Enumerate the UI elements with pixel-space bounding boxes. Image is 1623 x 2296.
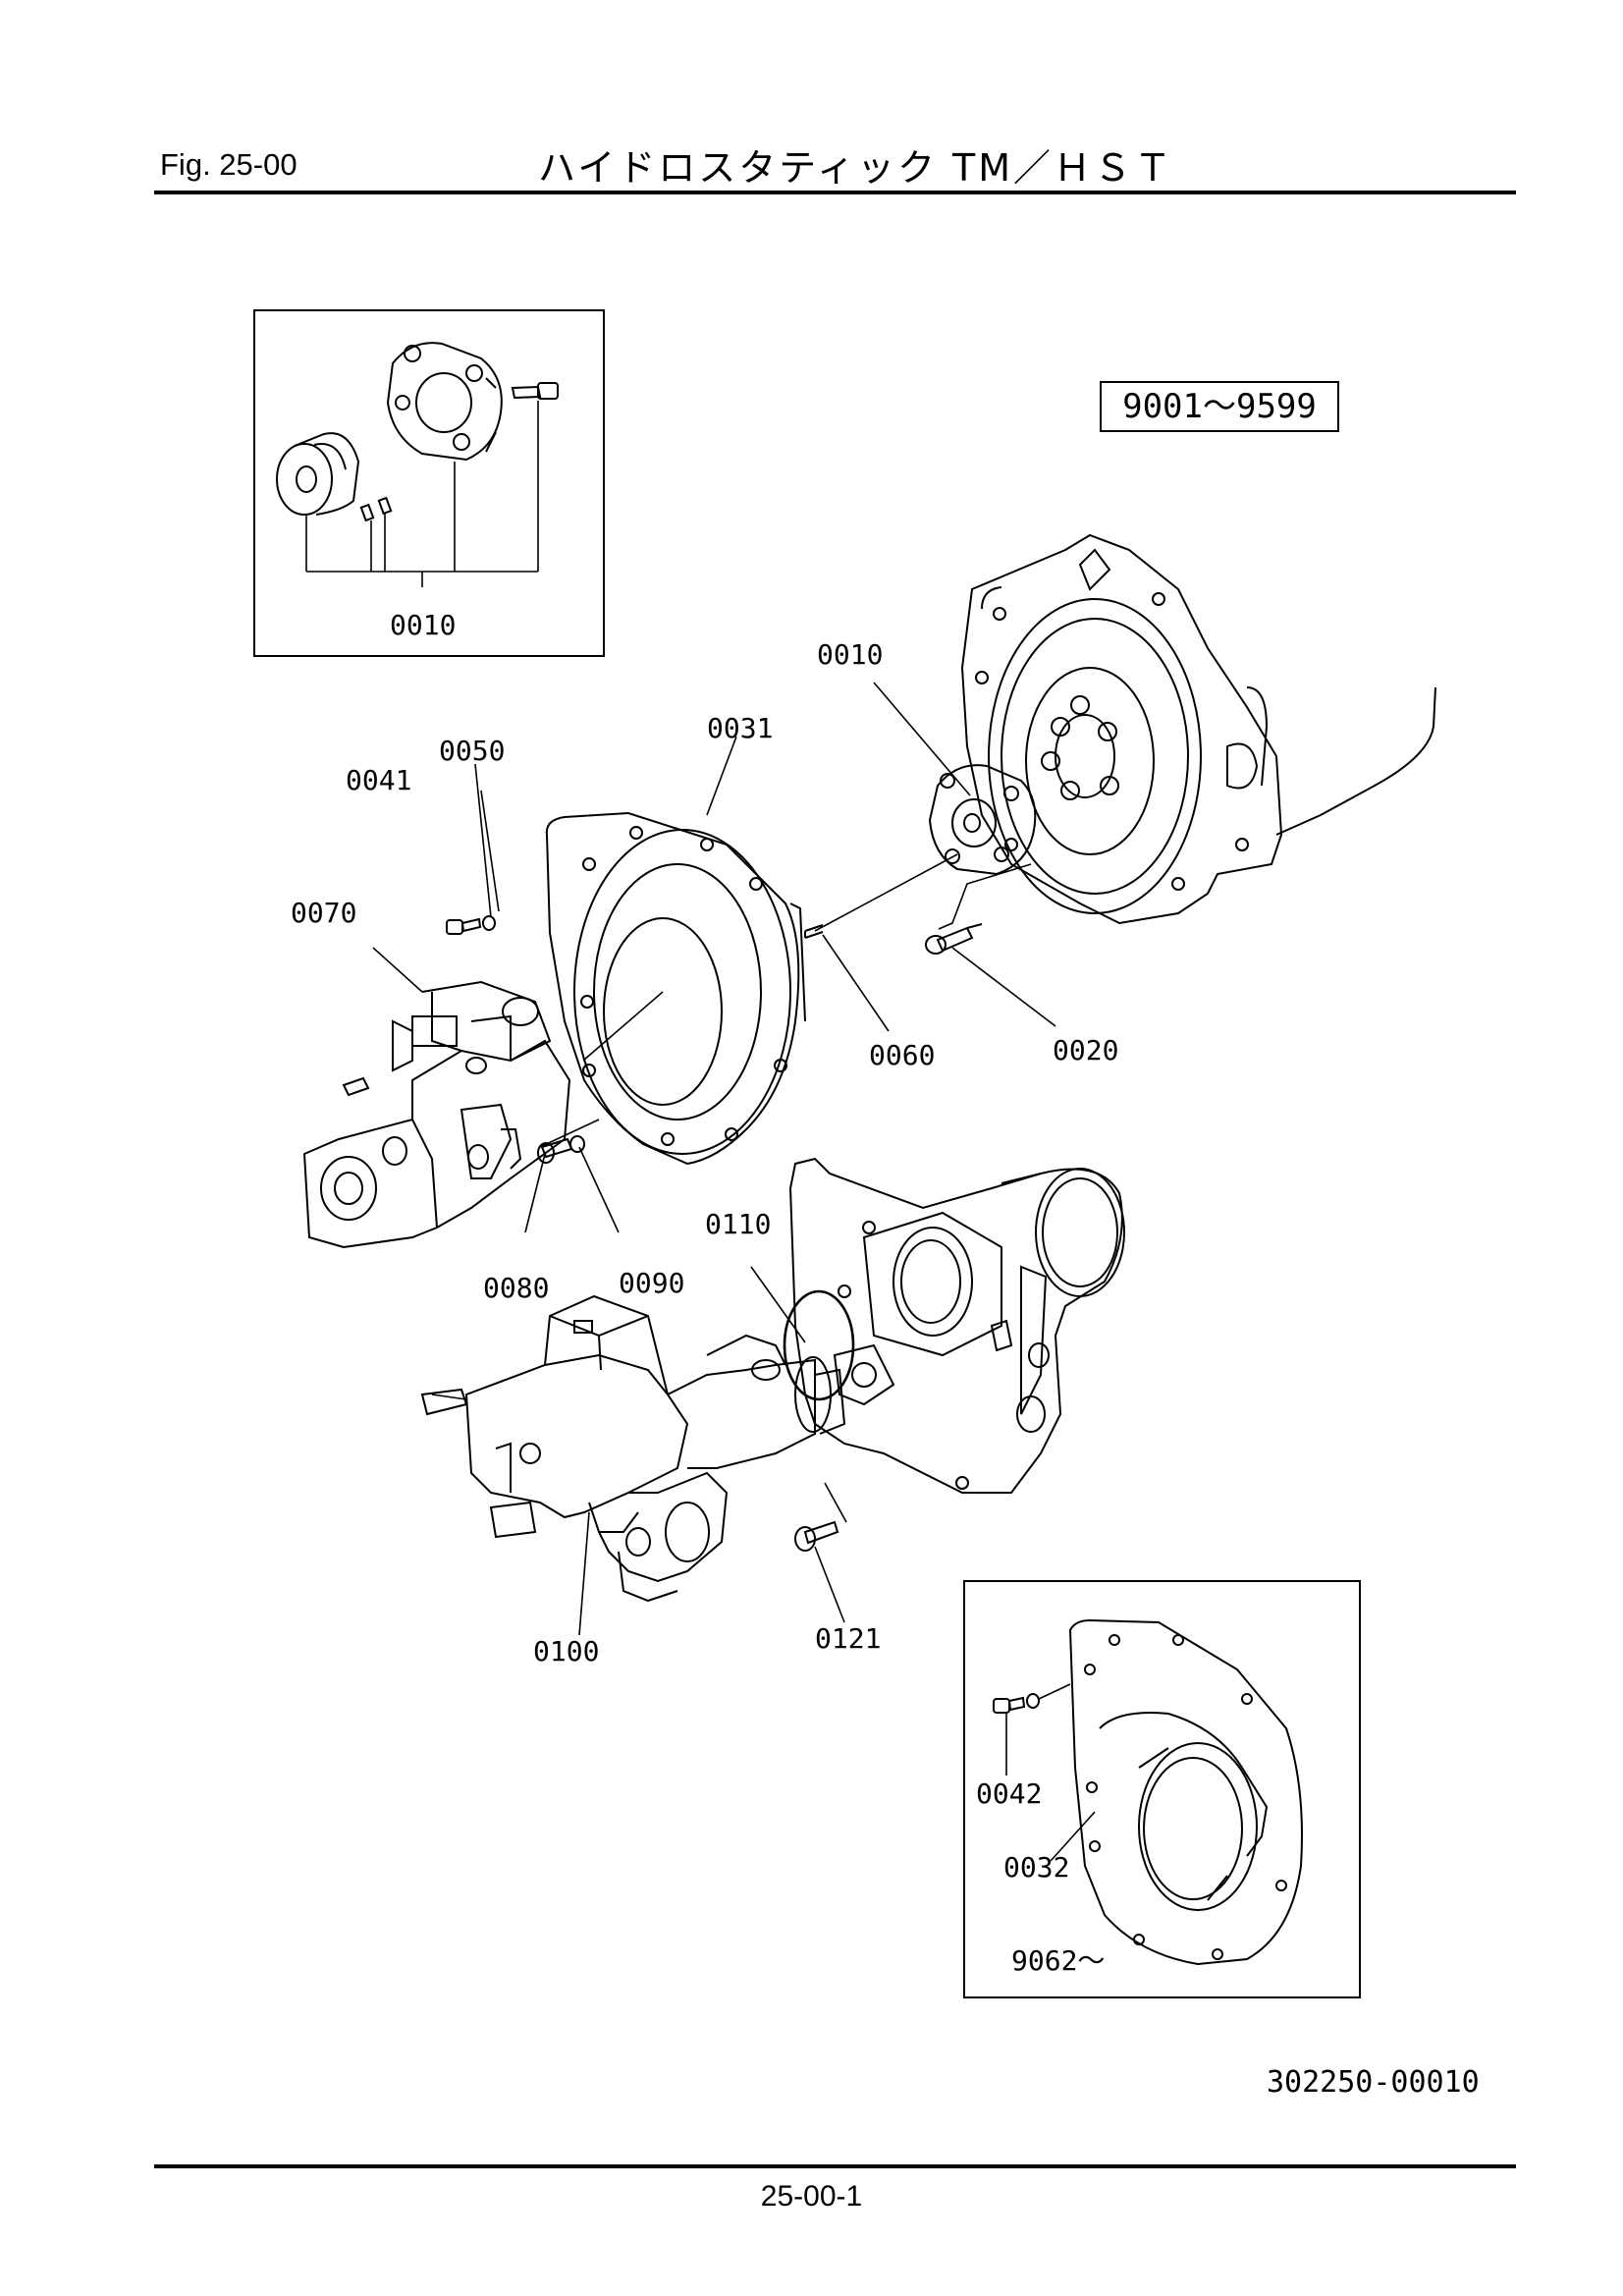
coupling-bolt-drawing [513, 383, 558, 399]
inset-serial-label: 9062～ [1011, 1944, 1106, 1977]
footer-rule [154, 2164, 1516, 2168]
header-rule [154, 191, 1516, 194]
o-ring-0110-drawing [784, 1291, 853, 1399]
adapter-plate-0031-drawing [547, 813, 805, 1164]
part-label-0121: 0121 [815, 1622, 882, 1655]
coupling-pins-drawing [361, 498, 391, 520]
bolt-0121-drawing [795, 1522, 838, 1551]
coupling-hub-drawing [277, 433, 358, 515]
part-label-0050: 0050 [439, 735, 506, 767]
coupling-element-main-drawing [930, 765, 1035, 874]
part-label-0042: 0042 [976, 1777, 1043, 1810]
inset-leader-lines [306, 401, 538, 587]
pump-0070-drawing [304, 982, 569, 1247]
bolt-0042-drawing [994, 1694, 1039, 1713]
part-label-0110: 0110 [705, 1208, 772, 1240]
inset-leader-lines-2 [1006, 1684, 1095, 1861]
part-label-0032: 0032 [1003, 1851, 1070, 1884]
part-label-0080: 0080 [483, 1272, 550, 1304]
page-number: 25-00-1 [760, 2180, 863, 2213]
part-label-0010-inset: 0010 [390, 609, 457, 641]
gear-case-0110-drawing [790, 1159, 1124, 1493]
part-label-0070: 0070 [291, 897, 357, 929]
coupling-element-drawing [388, 343, 502, 460]
serial-range-box: 9001～9599 [1100, 381, 1339, 432]
leader-lines [373, 683, 1055, 1635]
adapter-plate-0032-drawing [1070, 1620, 1302, 1964]
bolt-0020-drawing [926, 924, 982, 954]
pin-0060-drawing [805, 925, 823, 938]
coupling-inset-frame [254, 310, 604, 656]
drawing-number: 302250-00010 [1267, 2065, 1480, 2100]
part-label-0041: 0041 [346, 764, 412, 796]
part-label-0100: 0100 [533, 1635, 600, 1667]
page-title: ハイドロスタティック TM／ＨＳＴ [538, 146, 1175, 190]
part-label-0090: 0090 [619, 1267, 685, 1299]
bolt-0080-drawing [538, 1136, 584, 1163]
part-label-0031: 0031 [707, 712, 774, 744]
part-label-0010: 0010 [817, 638, 884, 671]
bolt-0041-drawing [447, 916, 495, 934]
part-label-0020: 0020 [1053, 1034, 1119, 1066]
motor-0100-drawing [422, 1296, 844, 1601]
revision-inset-frame [964, 1581, 1360, 1997]
figure-number: Fig. 25-00 [160, 147, 298, 182]
flywheel-housing-drawing [962, 535, 1435, 923]
part-label-0060: 0060 [869, 1039, 936, 1071]
